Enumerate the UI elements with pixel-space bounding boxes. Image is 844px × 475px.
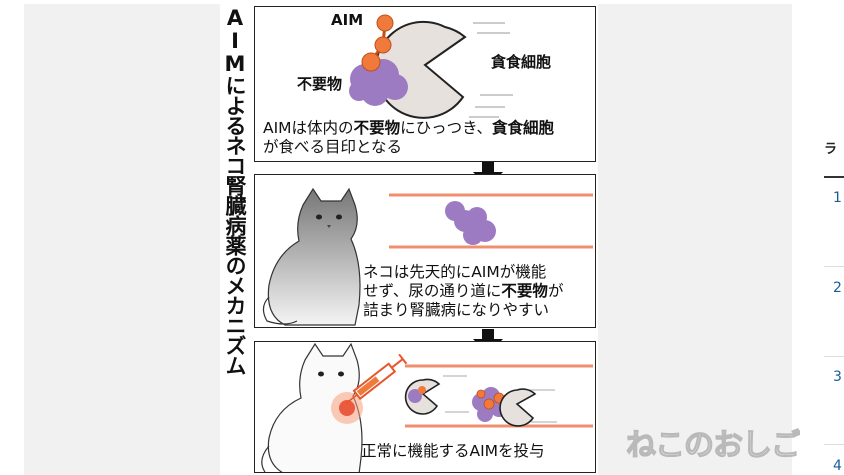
ranking-item-2[interactable]: 2 xyxy=(833,280,842,296)
waste-blob xyxy=(349,59,408,106)
motion-lines xyxy=(469,22,513,118)
panel1-caption-line1: AIMは体内の不要物にひっつき、貪食細胞 xyxy=(263,119,555,137)
ranking-item-1[interactable]: 1 xyxy=(833,190,842,206)
panel2-caption-line3: 詰まり腎臓病になりやすい xyxy=(363,301,550,319)
aim-molecule xyxy=(361,14,394,72)
ranking-separator xyxy=(824,266,844,267)
sidebar-divider xyxy=(824,176,844,178)
panel-aim-treatment: 正常に機能するAIMを投与 xyxy=(254,341,596,473)
panel3-caption: 正常に機能するAIMを投与 xyxy=(361,442,545,460)
ranking-item-4[interactable]: 4 xyxy=(833,458,842,474)
panel-cat-disease: ネコは先天的にAIMが機能 せず、尿の通り道に不要物が 詰まり腎臓病になりやすい xyxy=(254,174,596,328)
label-waste: 不要物 xyxy=(297,75,343,93)
cat-illustration xyxy=(262,187,593,326)
aim-illustration xyxy=(349,14,513,119)
sidebar-title: ラ xyxy=(824,142,838,157)
left-margin xyxy=(0,0,24,475)
panel-aim-mechanism: AIM 不要物 貪食細胞 AIMは体内の不要物にひっつき、貪食細胞 が食べる目印… xyxy=(254,6,596,162)
label-phagocyte: 貪食細胞 xyxy=(491,53,552,71)
sidebar xyxy=(800,0,844,475)
ranking-separator xyxy=(824,444,844,445)
figure-title: AIMによるネコ腎臓病薬のメカニズム xyxy=(223,6,247,375)
blockage-blob xyxy=(445,201,496,245)
treatment-illustration xyxy=(261,342,593,472)
label-aim: AIM xyxy=(331,11,364,29)
panel2-caption-line1: ネコは先天的にAIMが機能 xyxy=(363,263,547,281)
panel2-caption-line2: せず、尿の通り道に不要物が xyxy=(363,282,564,300)
ranking-item-3[interactable]: 3 xyxy=(833,369,842,385)
panel1-caption-line2: が食べる目印となる xyxy=(263,138,403,156)
ranking-separator xyxy=(824,356,844,357)
syringe-icon xyxy=(345,353,408,404)
site-watermark: ねこのおしごと xyxy=(625,427,830,463)
